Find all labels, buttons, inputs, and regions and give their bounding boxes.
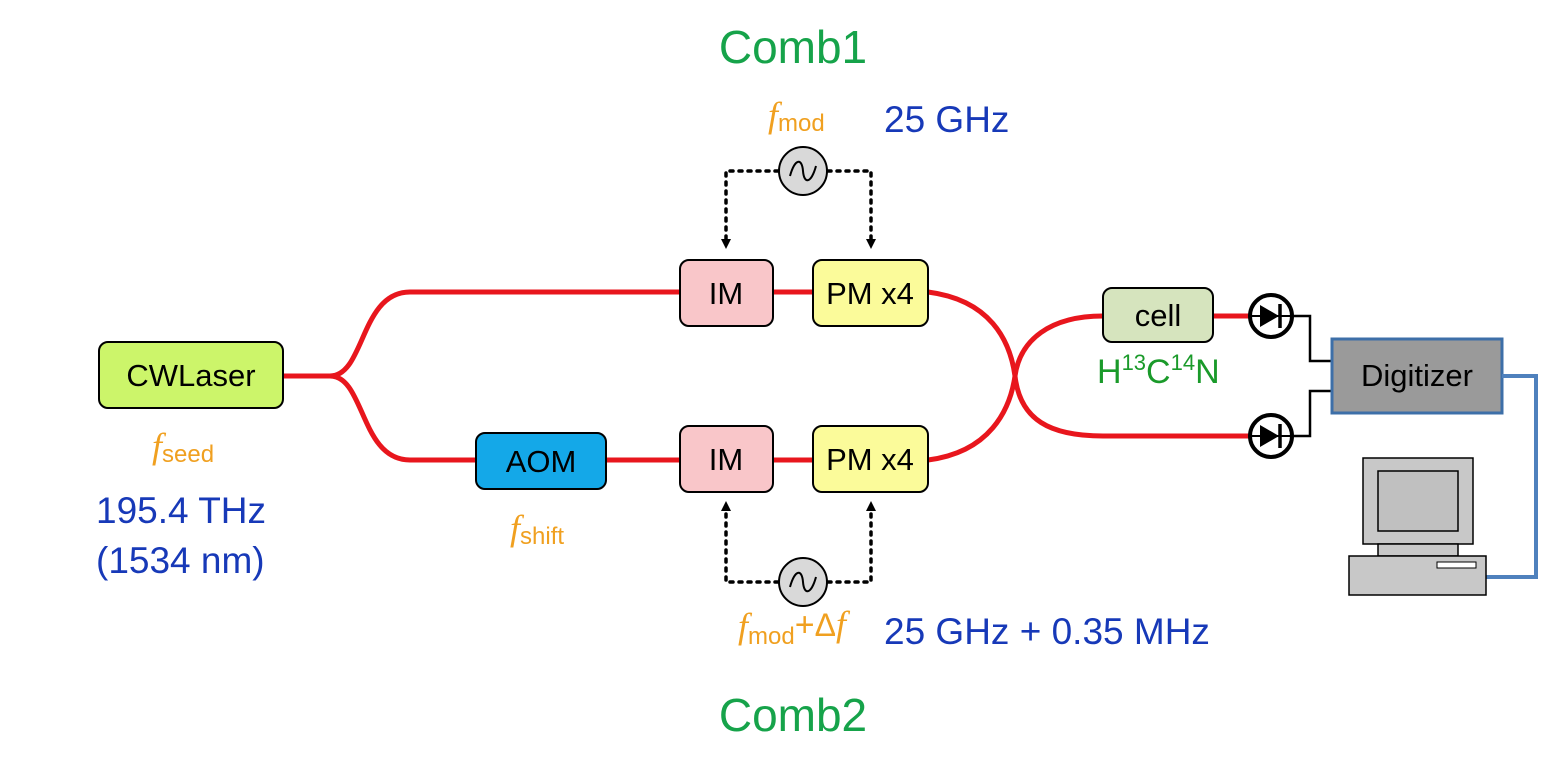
comb2-label: Comb2 <box>719 689 867 741</box>
gas-cell: cell <box>1102 287 1214 343</box>
photodetector-1 <box>1248 293 1294 339</box>
modulation-lines <box>721 169 876 584</box>
fiber-upper-branch <box>327 289 683 379</box>
digitizer-cable <box>1486 374 1538 579</box>
gas-cell-label: cell <box>1135 298 1182 333</box>
cw-laser: CWLaser <box>98 341 284 409</box>
fiber-pm2-to-coupler <box>925 373 1018 463</box>
signal-generator-comb2 <box>778 557 828 607</box>
laser-wavelength: (1534 nm) <box>96 540 265 581</box>
im-comb2: IM <box>679 425 774 493</box>
fiber-paths <box>280 289 1253 463</box>
computer-icon <box>1348 457 1487 596</box>
sine-wave-icon <box>789 571 817 593</box>
photodetector-2 <box>1248 413 1294 459</box>
signal-generator-comb1 <box>778 146 828 196</box>
aom: AOM <box>475 432 607 490</box>
fiber-lower-branch <box>327 373 479 463</box>
mod-line-comb2-im <box>721 501 780 584</box>
laser-frequency: 195.4 THz <box>96 490 266 531</box>
cw-laser-label: CWLaser <box>126 358 255 393</box>
gas-formula: H13C14N <box>1097 350 1220 391</box>
comb2-mod-frequency: 25 GHz + 0.35 MHz <box>884 611 1210 652</box>
mod-line-comb1-pm <box>826 169 876 249</box>
pm-comb2-label: PM x4 <box>826 442 914 477</box>
sine-wave-icon <box>789 160 817 182</box>
fmod-comb1-label: fmod <box>768 95 825 137</box>
im-comb2-label: IM <box>709 442 743 477</box>
pm-comb2: PM x4 <box>812 425 929 493</box>
fiber-pm1-to-coupler <box>925 289 1018 379</box>
fiber-coupler-to-cell <box>1012 313 1106 379</box>
fseed-label: fseed <box>152 426 214 468</box>
fiber-coupler-to-detector2 <box>1012 373 1253 439</box>
aom-label: AOM <box>506 444 577 479</box>
mod-line-comb2-pm <box>826 501 876 584</box>
im-comb1: IM <box>679 259 774 327</box>
digitizer: Digitizer <box>1330 337 1504 415</box>
pm-comb1: PM x4 <box>812 259 929 327</box>
fmod-comb2-label: fmod+Δf <box>738 604 851 650</box>
fshift-label: fshift <box>510 508 564 550</box>
im-comb1-label: IM <box>709 276 743 311</box>
pm-comb1-label: PM x4 <box>826 276 914 311</box>
digitizer-label: Digitizer <box>1361 358 1473 393</box>
mod-line-comb1-im <box>721 169 780 249</box>
comb1-label: Comb1 <box>719 21 867 73</box>
comb1-mod-frequency: 25 GHz <box>884 99 1009 140</box>
detector-wires <box>1292 314 1332 438</box>
